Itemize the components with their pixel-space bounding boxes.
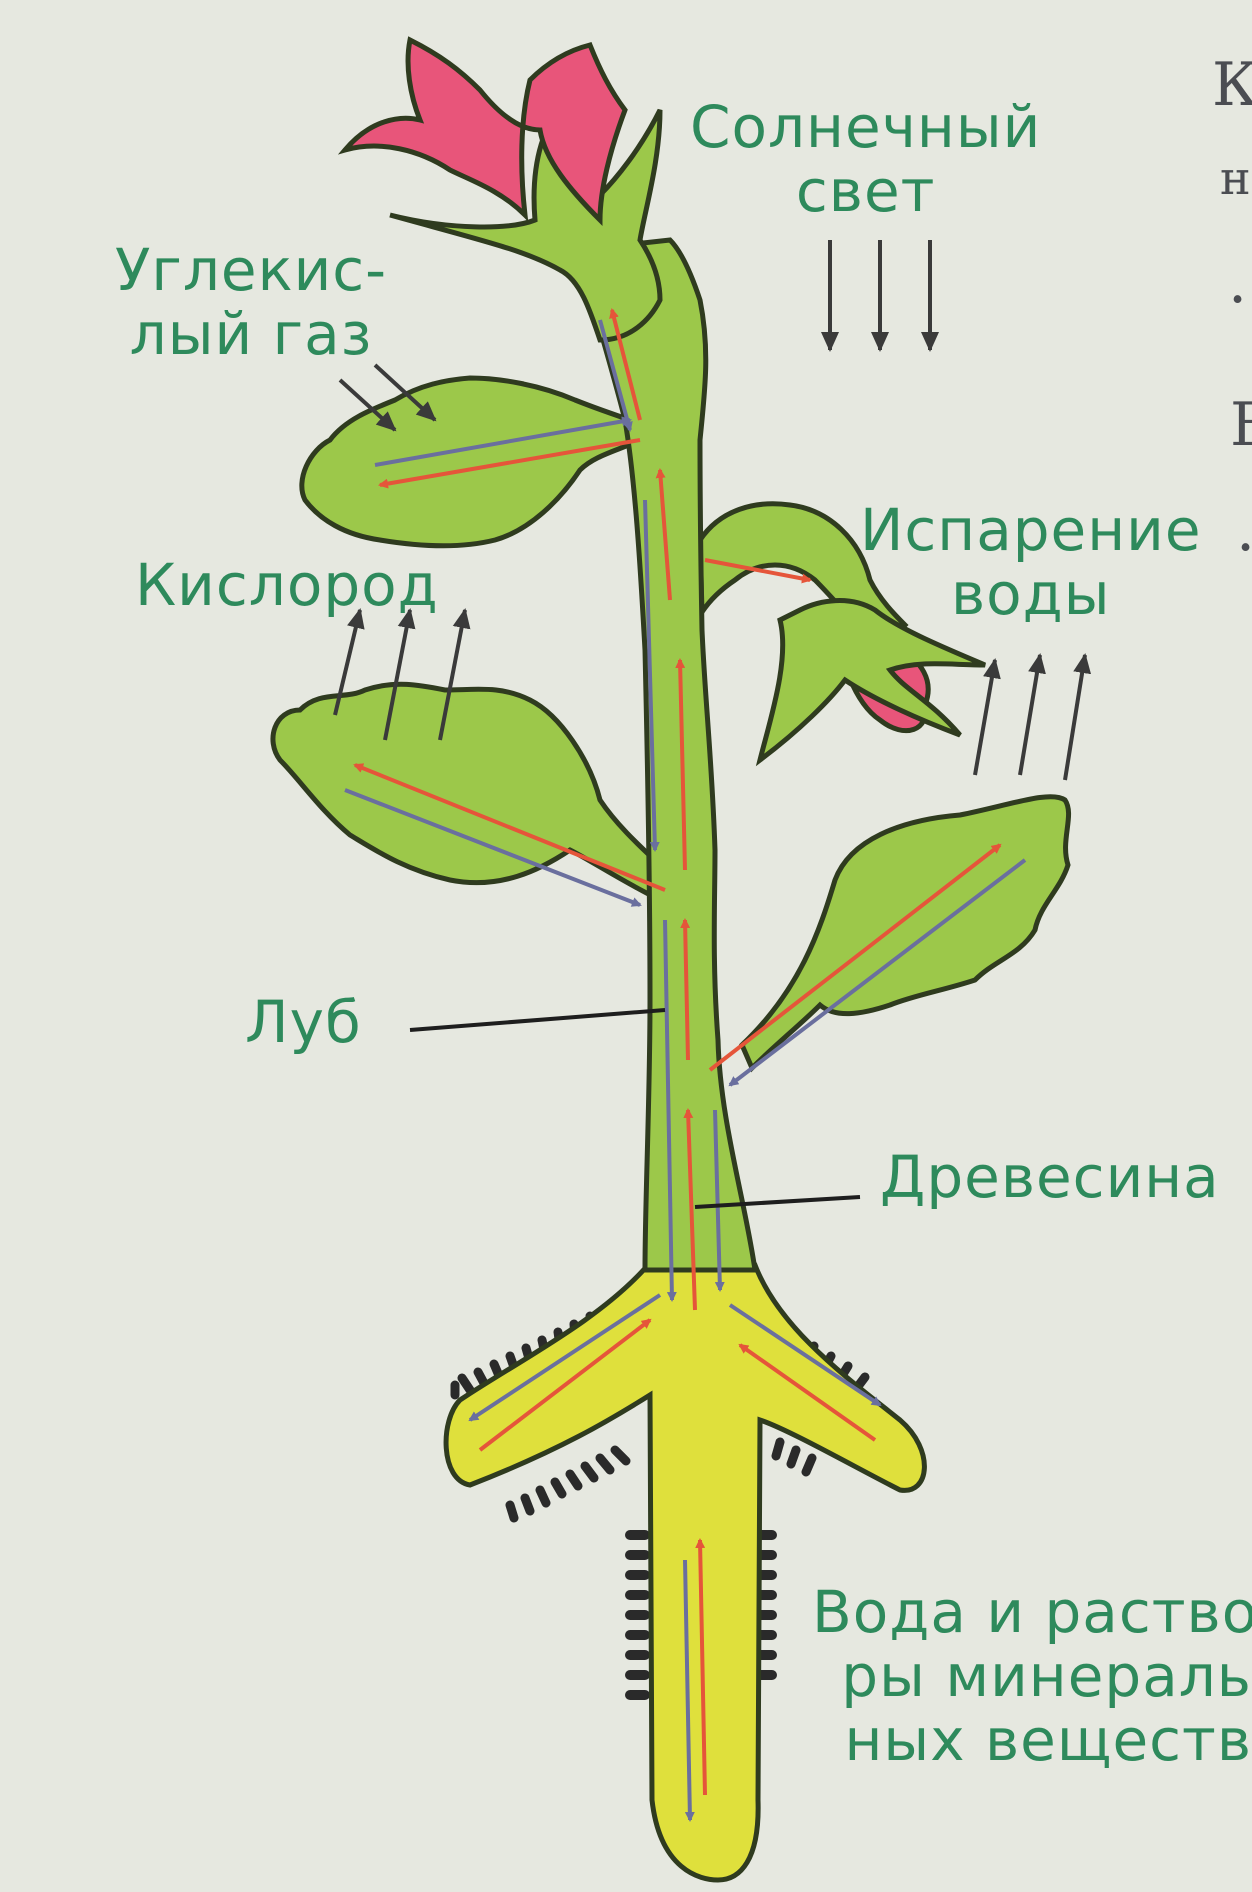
phloem-label: Луб [245,988,362,1056]
co2-label: Углекис- лый газ [115,236,388,368]
oxygen-label: Кислород [135,551,439,619]
flow-blue-stem-3 [663,919,677,1302]
leaf-lower-right [739,794,1071,1073]
flow-red-stem-4 [655,468,672,601]
flow-blue-root-main [683,1559,695,1822]
edge-text-1: К [1212,50,1252,120]
co2-arrow-1 [338,378,397,432]
flow-red-leaf-ll [353,763,666,892]
water-minerals-label: Вода и раство ры минераль ных веществ [812,1580,1252,1772]
leaf-upper-left [299,375,649,549]
external-arrows [333,240,1092,781]
xylem-leader-line [694,1195,861,1209]
stem-and-leaves [270,36,1071,1273]
flow-red-stem-3 [675,658,687,871]
edge-text-5: . [1236,500,1252,560]
flow-blue-stem-4 [713,1109,725,1292]
edge-text-4: В [1230,395,1252,455]
oxygen-arrow-3 [438,608,471,741]
flow-blue-root-right [728,1303,882,1407]
root-hairs-main [625,1530,777,1700]
edge-text-2: н [1220,151,1251,205]
evaporation-arrow-3 [1063,653,1092,781]
evaporation-arrow-2 [1018,653,1046,776]
leaf-lower-left [270,681,668,904]
transport-arrows [344,308,1027,1822]
flow-red-leaf-ul [378,438,641,489]
flow-red-root-left [478,1318,652,1452]
edge-text-3: . [1228,247,1248,317]
phloem-leader-line [409,1008,666,1032]
sunlight-label: Солнечный свет [690,93,1042,225]
flow-blue-leaf-ul [374,416,632,467]
flow-blue-stem-2 [643,499,660,852]
flow-red-root-right [738,1343,877,1442]
flower-large [337,36,628,227]
sepal-small-flower [755,598,986,767]
main-stem [577,237,758,1273]
evaporation-label: Испарение воды [860,496,1202,628]
flow-red-stem-1 [683,1108,697,1311]
flow-blue-root-left [468,1293,662,1422]
oxygen-arrow-1 [333,608,365,716]
evaporation-arrow-1 [973,658,1001,776]
co2-arrow-2 [373,363,437,422]
flow-red-branch [704,558,812,584]
flow-red-root-main [695,1538,707,1796]
flow-red-stem-5 [609,308,642,421]
flow-blue-leaf-lr [728,858,1027,1087]
flow-red-stem-2 [680,918,691,1061]
xylem-label: Древесина [880,1143,1220,1211]
oxygen-arrow-2 [383,608,416,741]
flow-red-leaf-lr [708,843,1002,1072]
sepal-large-flower [389,89,663,343]
flow-blue-stem-1 [598,319,633,432]
flow-blue-leaf-ll [344,788,642,907]
